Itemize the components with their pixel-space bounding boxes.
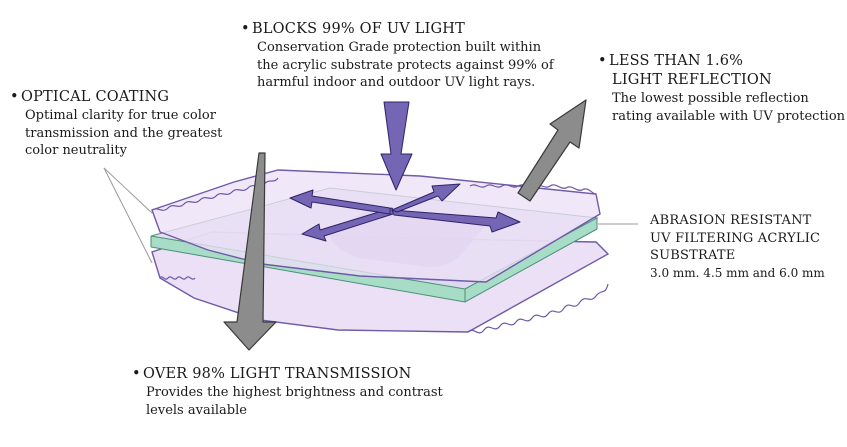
callout-reflection-title: •LESS THAN 1.6% (598, 53, 744, 69)
substrate-right-edge (465, 218, 597, 302)
bullet-icon: • (10, 89, 19, 105)
bullet-icon: • (241, 21, 250, 37)
callout-substrate-detail: 3.0 mm. 4.5 mm and 6.0 mm (650, 265, 825, 280)
uv-arrow (380, 101, 413, 191)
callout-substrate-title-line: SUBSTRATE (650, 248, 736, 263)
bullet-icon: • (132, 366, 141, 382)
callout-coating-line: color neutrality (25, 143, 127, 158)
reflection-arrow (517, 99, 587, 202)
callout-coating-title: •OPTICAL COATING (10, 89, 170, 105)
uv-scatter-arrow-up (391, 183, 461, 213)
callout-reflection: •LESS THAN 1.6% LIGHT REFLECTION The low… (598, 52, 845, 125)
callout-uv: •BLOCKS 99% OF UV LIGHT Conservation Gra… (241, 20, 554, 92)
callout-reflection-line: rating available with UV protection (612, 108, 846, 124)
callout-uv-body: Conservation Grade protection built with… (241, 39, 554, 92)
bullet-icon: • (598, 53, 607, 69)
uv-scatter-arrow-right (391, 209, 521, 233)
callout-uv-line: the acrylic substrate protects against 9… (257, 57, 554, 73)
callout-coating-line: transmission and the greatest (25, 125, 223, 141)
leader-line-coating-bottom (103, 167, 153, 264)
callout-uv-line: Conservation Grade protection built with… (257, 40, 542, 55)
callout-reflection-line: The lowest possible reflection (612, 91, 809, 106)
callout-substrate-title-line: UV FILTERING ACRYLIC (650, 230, 821, 246)
leader-line-coating-top (103, 167, 153, 214)
callout-uv-title: •BLOCKS 99% OF UV LIGHT (241, 21, 465, 37)
uv-scatter-arrow-back (289, 189, 391, 215)
callout-uv-line: harmful indoor and outdoor UV light rays… (257, 75, 536, 90)
callout-reflection-title-line: LIGHT REFLECTION (612, 72, 772, 88)
callout-substrate-title-line: ABRASION RESISTANT (650, 213, 812, 228)
callout-transmission-line: Provides the highest brightness and cont… (146, 385, 443, 400)
bottom-coating-wave-front (159, 276, 196, 280)
callout-reflection-body: LIGHT REFLECTION The lowest possible ref… (598, 71, 845, 125)
callout-coating-body: Optimal clarity for true color transmiss… (10, 107, 222, 160)
callout-transmission-title: •OVER 98% LIGHT TRANSMISSION (132, 366, 412, 382)
callout-substrate: ABRASION RESISTANT UV FILTERING ACRYLIC … (650, 212, 825, 282)
callout-transmission-body: Provides the highest brightness and cont… (132, 384, 443, 419)
callout-coating-line: Optimal clarity for true color (25, 108, 216, 123)
callout-transmission-line: levels available (146, 402, 247, 418)
transmission-arrow (223, 152, 277, 351)
callout-transmission: •OVER 98% LIGHT TRANSMISSION Provides th… (132, 365, 443, 419)
callout-coating: •OPTICAL COATING Optimal clarity for tru… (10, 88, 222, 160)
uv-scatter-arrows (289, 183, 521, 242)
uv-scatter-arrow-left (301, 207, 397, 242)
bottom-coating-wave-right (467, 283, 609, 334)
